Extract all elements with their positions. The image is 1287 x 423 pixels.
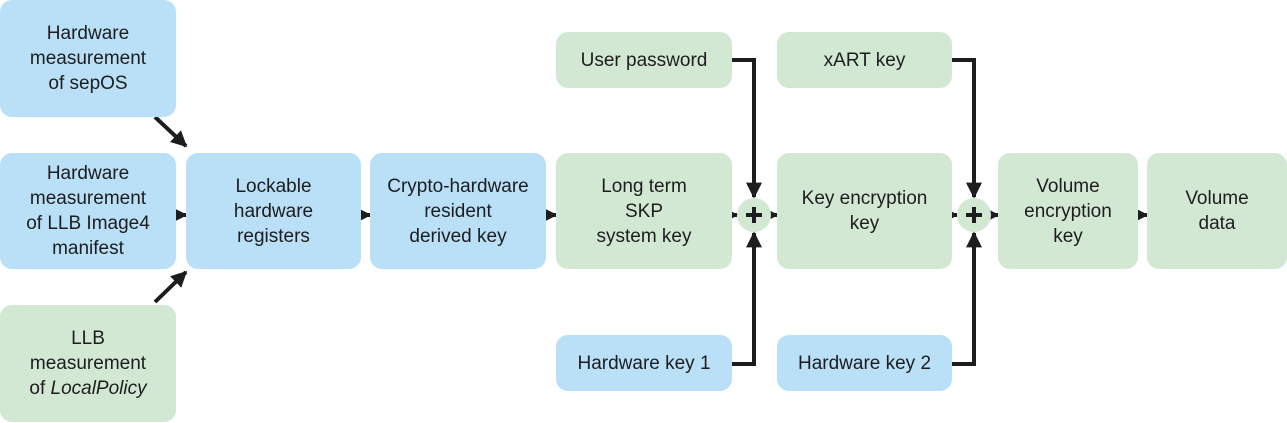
key-encryption-key-box: Key encryption key xyxy=(777,153,952,269)
volume-data-box: Volume data xyxy=(1147,153,1287,269)
hardware-measurement-sepos-box: Hardware measurement of sepOS xyxy=(0,0,176,117)
combine-plus-1-icon xyxy=(737,198,771,232)
hardware-key-1-label: Hardware key 1 xyxy=(577,352,711,374)
volume-encryption-key-box: Volume encryption key xyxy=(998,153,1138,269)
hardware-measurement-sepos-label: Hardware measurement of sepOS xyxy=(29,23,147,94)
hardware-measurement-llb-box: Hardware measurement of LLB Image4 manif… xyxy=(0,153,176,269)
volume-data-label: Volume data xyxy=(1185,188,1249,234)
hardware-measurement-llb-label: Hardware measurement of LLB Image4 manif… xyxy=(26,163,150,259)
lockable-hardware-registers-label: Lockable hardware registers xyxy=(233,175,314,247)
llb-measurement-localpolicy-label: LLB measurement of LocalPolicy xyxy=(29,326,146,401)
arrow-xart-to-plus2 xyxy=(952,58,982,199)
hardware-key-1-box: Hardware key 1 xyxy=(556,335,732,391)
lockable-hardware-registers-box: Lockable hardware registers xyxy=(186,153,361,269)
combine-plus-2-icon xyxy=(957,198,991,232)
user-password-box: User password xyxy=(556,32,732,88)
arrow-localpolicy-to-lockable xyxy=(153,270,188,304)
crypto-hardware-key-box: Crypto-hardware resident derived key xyxy=(370,153,546,269)
volume-encryption-key-label: Volume encryption key xyxy=(1024,175,1112,247)
llb-measurement-prefix: LLB measurement of xyxy=(29,328,147,399)
key-encryption-key-label: Key encryption key xyxy=(801,188,928,234)
localpolicy-italic: LocalPolicy xyxy=(50,378,147,399)
arrow-userpassword-to-plus1 xyxy=(732,58,762,199)
hardware-key-2-label: Hardware key 2 xyxy=(797,352,932,374)
long-term-skp-box: Long term SKP system key xyxy=(556,153,732,269)
hardware-key-2-box: Hardware key 2 xyxy=(777,335,952,391)
long-term-skp-label: Long term SKP system key xyxy=(596,175,692,247)
arrow-hwkey2-to-plus2 xyxy=(952,231,982,366)
xart-key-box: xART key xyxy=(777,32,952,88)
crypto-hardware-key-label: Crypto-hardware resident derived key xyxy=(387,175,529,247)
user-password-label: User password xyxy=(580,49,708,71)
xart-key-label: xART key xyxy=(823,49,906,71)
llb-measurement-localpolicy-box: LLB measurement of LocalPolicy xyxy=(0,305,176,422)
arrow-hwkey1-to-plus1 xyxy=(732,231,762,366)
arrow-sepos-to-lockable xyxy=(153,115,188,148)
